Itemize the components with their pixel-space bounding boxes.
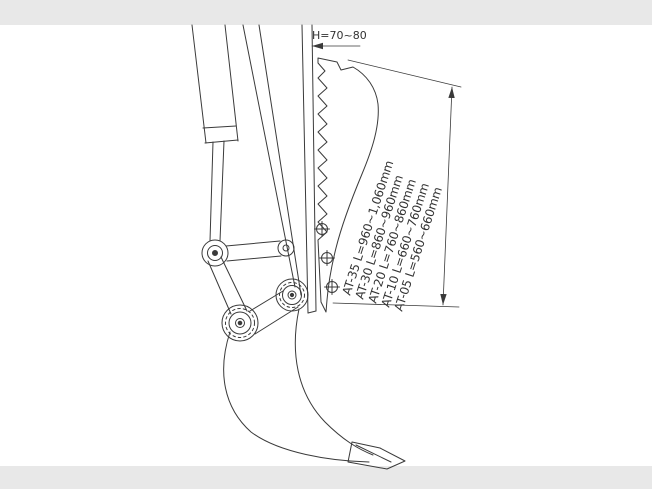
stick-back-edge: [242, 24, 296, 288]
serrated-blade: [314, 57, 379, 313]
cylinder-collar-line: [202, 125, 237, 129]
stick-front-plate-line: [301, 24, 309, 314]
shank-outer-curve: [223, 331, 370, 463]
blade-bolt: [314, 221, 330, 237]
blade-bolt: [324, 279, 340, 295]
tooth-outline: [347, 441, 406, 470]
length-dimension-line: [440, 86, 455, 306]
pivot-joints: [201, 239, 309, 342]
drawing-canvas: [0, 25, 652, 466]
pivot-hatch-ring: [225, 308, 255, 338]
length-extension-line-bottom: [332, 302, 460, 308]
pivot-ring: [235, 318, 245, 328]
cylinder-cap-line: [204, 139, 239, 144]
cylinder-edge-line: [191, 24, 207, 144]
pivot-pin: [289, 292, 295, 298]
length-extension-line-top: [347, 59, 462, 88]
pivot-ring: [282, 285, 302, 305]
hydraulic-cylinder: [191, 24, 239, 242]
side-link-bar: [220, 256, 248, 312]
h-link-bar: [226, 255, 282, 262]
bracket-bar: [254, 306, 299, 335]
stick-plate-bottom-edge: [307, 310, 317, 314]
pivot-ring: [287, 290, 297, 300]
pivot-ring: [221, 304, 259, 342]
shank-inner-curve: [294, 308, 374, 456]
pivot-pin: [237, 320, 243, 326]
pivot-ring: [275, 278, 309, 312]
stick-front-plate-line: [311, 24, 317, 312]
pivot-ring: [228, 311, 252, 335]
cylinder-edge-line: [224, 24, 239, 142]
pivot-ring: [277, 239, 295, 257]
pivot-ring: [207, 245, 223, 261]
dimension-lines: [311, 42, 462, 308]
blade-outline: [317, 57, 379, 313]
pivot-hatch-ring: [279, 282, 305, 308]
dipper-stick: [242, 24, 317, 314]
h-link-stick-pivot: [277, 239, 295, 257]
bracket-bar: [249, 290, 284, 312]
bucket-linkage: [207, 240, 299, 335]
height-dimension-label: H=70~80: [312, 29, 367, 42]
blade-bolt: [319, 250, 335, 266]
pivot-ring: [201, 239, 229, 267]
pivot-ring: [282, 244, 290, 252]
side-link-bar: [207, 260, 232, 315]
bucket-bracket-pivot: [221, 304, 259, 342]
pivot-pin: [212, 250, 218, 256]
ripper-shank: [223, 308, 406, 470]
h-link-bar: [225, 240, 281, 247]
tooth-detail-line: [355, 444, 392, 463]
rod-end-pivot: [201, 239, 229, 267]
piston-rod-line: [209, 141, 214, 242]
excavator-linework: [191, 24, 462, 470]
piston-rod-line: [219, 140, 225, 242]
stick-nose-pivot: [275, 278, 309, 312]
